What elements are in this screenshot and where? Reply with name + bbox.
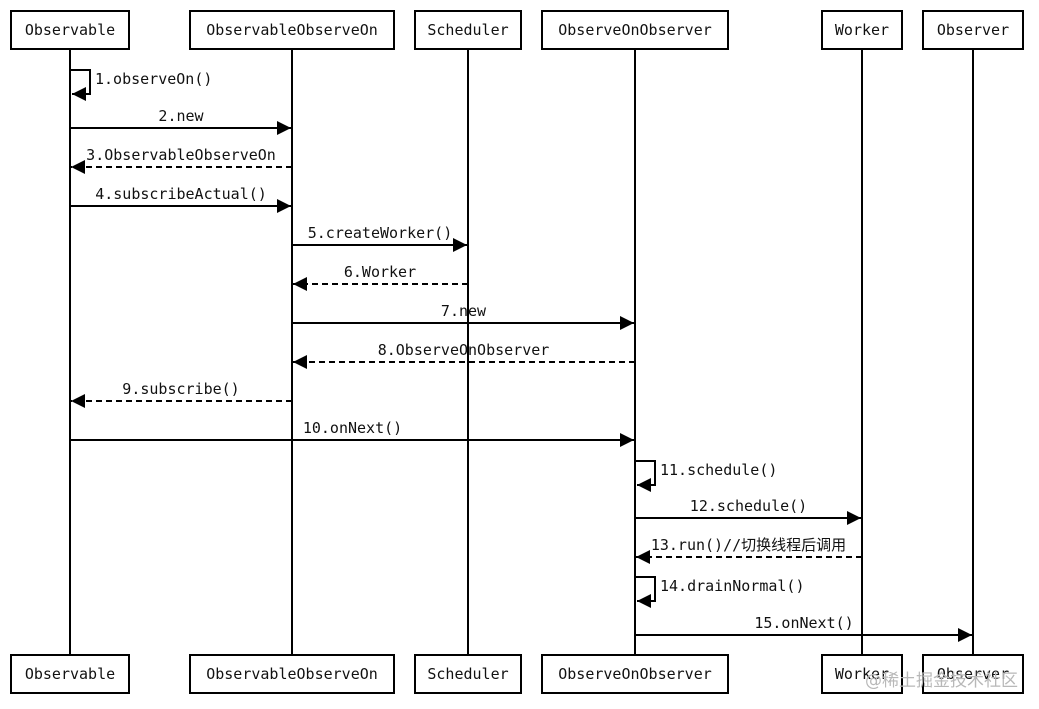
participant-observer-bottom: Observer xyxy=(922,654,1024,694)
participant-label: Observable xyxy=(25,665,115,683)
message-1: 1.observeOn() xyxy=(70,69,212,101)
message-4: 4.subscribeActual() xyxy=(70,185,291,213)
message-12: 12.schedule() xyxy=(635,497,861,525)
participant-box xyxy=(10,10,130,50)
message-label: 5.createWorker() xyxy=(308,224,453,242)
participant-box xyxy=(10,654,130,694)
message-3: 3.ObservableObserveOn xyxy=(71,146,292,174)
message-label: 13.run()//切换线程后调用 xyxy=(651,536,846,554)
participant-observable-top: Observable xyxy=(10,10,130,50)
participant-box xyxy=(414,10,522,50)
participant-box xyxy=(821,654,903,694)
message-label: 10.onNext() xyxy=(303,419,402,437)
self-call-arrow xyxy=(635,576,656,608)
participant-observer-top: Observer xyxy=(922,10,1024,50)
participant-box xyxy=(922,654,1024,694)
watermark: @稀土掘金技术社区 xyxy=(865,671,1018,691)
message-label: 3.ObservableObserveOn xyxy=(86,146,276,164)
participant-observeonobserver-top: ObserveOnObserver xyxy=(541,10,729,50)
participant-worker-bottom: Worker xyxy=(821,654,903,694)
participant-box xyxy=(189,10,395,50)
participant-label: Observer xyxy=(937,21,1009,39)
message-13: 13.run()//切换线程后调用 xyxy=(636,536,862,564)
participant-box xyxy=(922,10,1024,50)
participant-label: ObserveOnObserver xyxy=(558,665,712,683)
message-label: 8.ObserveOnObserver xyxy=(378,341,550,359)
participant-label: Scheduler xyxy=(427,665,508,683)
message-15: 15.onNext() xyxy=(635,614,972,642)
participant-scheduler-top: Scheduler xyxy=(414,10,522,50)
message-label: 11.schedule() xyxy=(660,461,777,479)
self-call-arrow xyxy=(635,460,656,492)
message-11: 11.schedule() xyxy=(635,460,777,492)
participant-box xyxy=(541,654,729,694)
message-14: 14.drainNormal() xyxy=(635,576,805,608)
message-6: 6.Worker xyxy=(293,263,468,291)
participant-box xyxy=(189,654,395,694)
participant-label: Worker xyxy=(835,21,889,39)
participant-box xyxy=(821,10,903,50)
message-label: 6.Worker xyxy=(344,263,416,281)
message-label: 7.new xyxy=(441,302,487,320)
message-label: 2.new xyxy=(158,107,204,125)
message-2: 2.new xyxy=(70,107,291,135)
participant-label: Worker xyxy=(835,665,889,683)
participant-box xyxy=(414,654,522,694)
message-label: 14.drainNormal() xyxy=(660,577,805,595)
self-call-arrow xyxy=(70,69,91,101)
participant-label: Scheduler xyxy=(427,21,508,39)
participant-label: ObservableObserveOn xyxy=(206,665,378,683)
message-9: 9.subscribe() xyxy=(71,380,292,408)
participant-label: ObserveOnObserver xyxy=(558,21,712,39)
message-label: 9.subscribe() xyxy=(122,380,239,398)
participant-observableobserveon-bottom: ObservableObserveOn xyxy=(189,654,395,694)
participant-scheduler-bottom: Scheduler xyxy=(414,654,522,694)
participant-label: ObservableObserveOn xyxy=(206,21,378,39)
participant-label: Observer xyxy=(937,665,1009,683)
message-label: 15.onNext() xyxy=(754,614,853,632)
participant-observeonobserver-bottom: ObserveOnObserver xyxy=(541,654,729,694)
participant-worker-top: Worker xyxy=(821,10,903,50)
participant-observableobserveon-top: ObservableObserveOn xyxy=(189,10,395,50)
participant-box xyxy=(541,10,729,50)
message-7: 7.new xyxy=(292,302,634,330)
message-10: 10.onNext() xyxy=(70,419,634,447)
message-5: 5.createWorker() xyxy=(292,224,467,252)
participant-observable-bottom: Observable xyxy=(10,654,130,694)
message-8: 8.ObserveOnObserver xyxy=(293,341,635,369)
message-label: 1.observeOn() xyxy=(95,70,212,88)
participant-label: Observable xyxy=(25,21,115,39)
message-label: 12.schedule() xyxy=(690,497,807,515)
message-label: 4.subscribeActual() xyxy=(95,185,267,203)
